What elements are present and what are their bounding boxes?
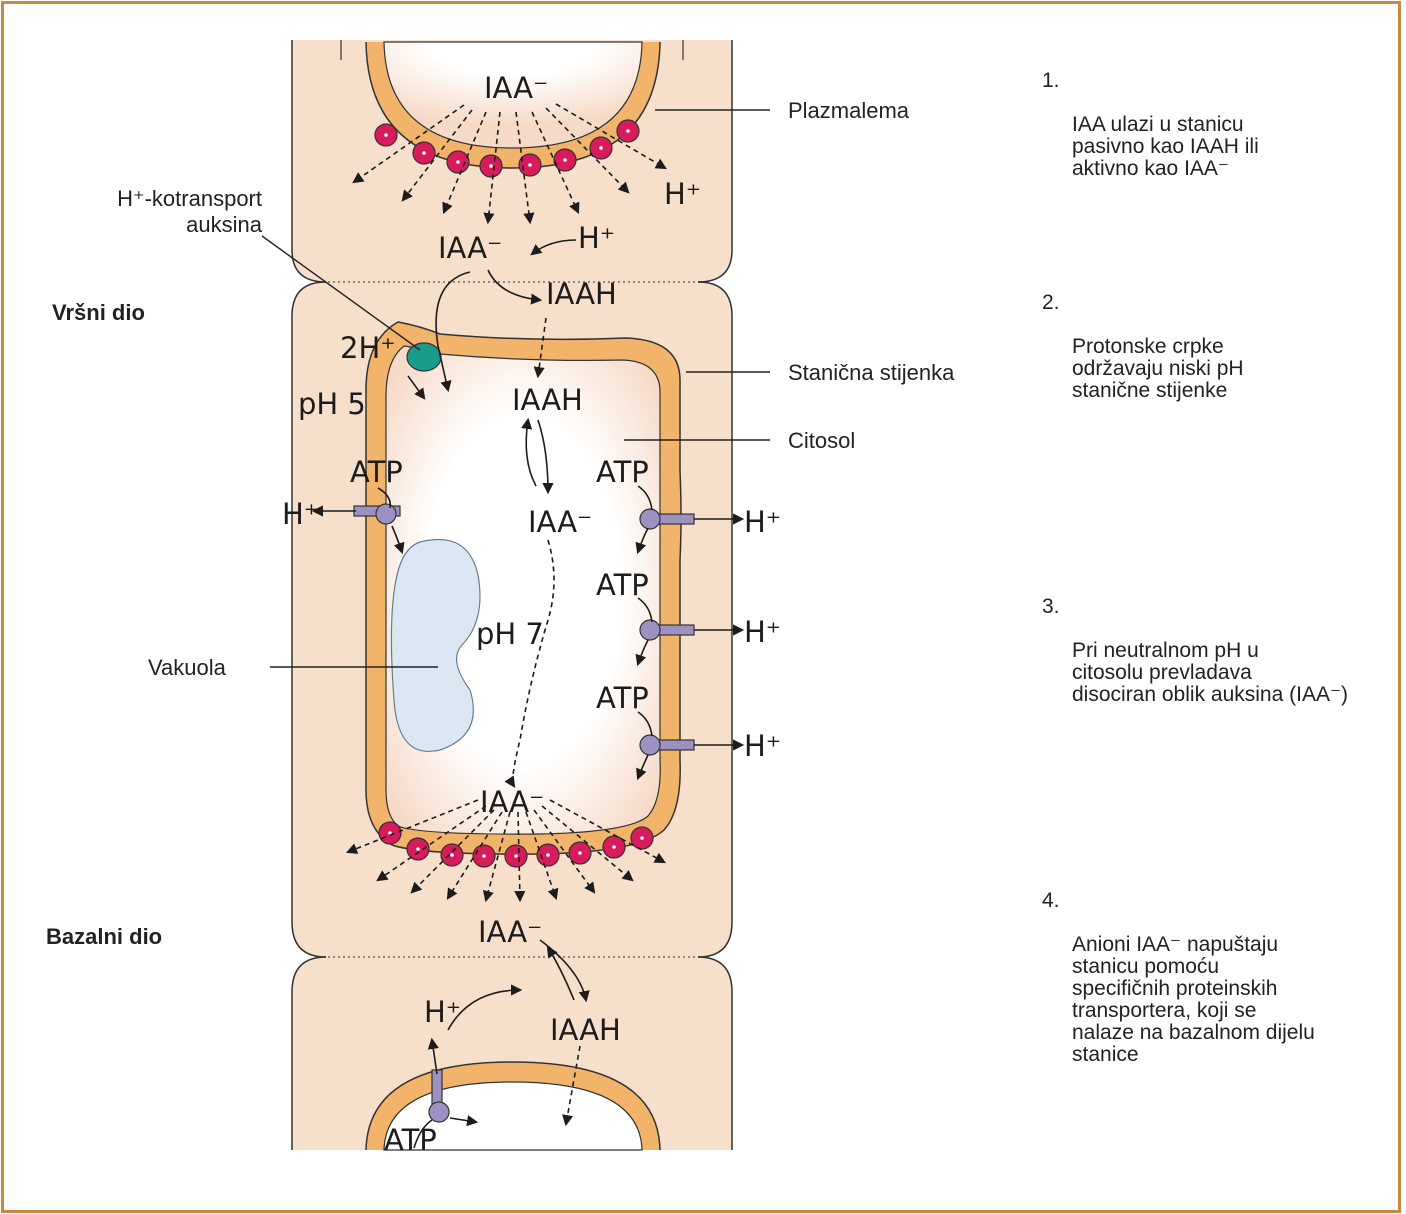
iaa-minus-wall-bottom: IAA⁻ [478,915,542,949]
step-4-text: Anioni IAA⁻ napuštaju stanicu pomoću spe… [1072,934,1372,1066]
label-vakuola: Vakuola [148,655,227,680]
iaa-minus-wall-top: IAA⁻ [438,231,502,265]
label-citosol: Citosol [788,428,855,453]
two-h-plus: 2H⁺ [340,331,396,365]
label-cotransport-1: H⁺-kotransport [117,186,262,211]
atp-right-1: ATP [596,455,649,489]
step-1-number: 1. [1042,70,1060,92]
step-1: 1. IAA ulazi u stanicu pasivno kao IAAH … [1042,70,1372,202]
h-plus-right-2: H⁺ [744,615,781,649]
label-stanicna-stijenka: Stanična stijenka [788,360,955,385]
label-bazalni-dio: Bazalni dio [46,924,162,949]
h-auxin-cotransporter [407,343,441,371]
step-4: 4. Anioni IAA⁻ napuštaju stanicu pomoću … [1042,890,1372,1088]
h-plus-right-3: H⁺ [744,729,781,763]
step-2: 2. Protonske crpke održavaju niski pH st… [1042,292,1372,424]
atp-right-2: ATP [596,568,649,602]
atp-right-3: ATP [596,681,649,715]
step-4-number: 4. [1042,890,1060,912]
iaa-minus-basal: IAA⁻ [480,785,544,819]
h-plus-wall-top: H⁺ [578,221,615,255]
label-plazmalema: Plazmalema [788,98,910,123]
label-cotransport-2: auksina [186,212,263,237]
step-1-text: IAA ulazi u stanicu pasivno kao IAAH ili… [1072,114,1372,180]
iaah-cytosol: IAAH [512,383,583,417]
step-2-text: Protonske crpke održavaju niski pH stani… [1072,336,1372,402]
step-3-text: Pri neutralnom pH u citosolu prevladava … [1072,640,1372,706]
iaa-minus-cytosol: IAA⁻ [528,505,592,539]
atp-left: ATP [350,455,403,489]
h-plus-left: H⁺ [282,497,319,531]
step-3: 3. Pri neutralnom pH u citosolu prevlada… [1042,596,1372,728]
h-plus-right-1: H⁺ [744,505,781,539]
label-vrsni-dio: Vršni dio [52,300,145,325]
step-2-number: 2. [1042,292,1060,314]
ph7-label: pH 7 [476,617,544,651]
step-3-number: 3. [1042,596,1060,618]
h-plus-top-right: H⁺ [664,177,701,211]
h-plus-wall-bottom: H⁺ [424,995,461,1029]
ph5-label: pH 5 [298,387,366,421]
iaah-wall-bottom: IAAH [550,1013,621,1047]
iaah-wall-top: IAAH [546,277,617,311]
iaa-minus-top: IAA⁻ [484,71,548,105]
atp-bottom: ATP [384,1123,437,1157]
